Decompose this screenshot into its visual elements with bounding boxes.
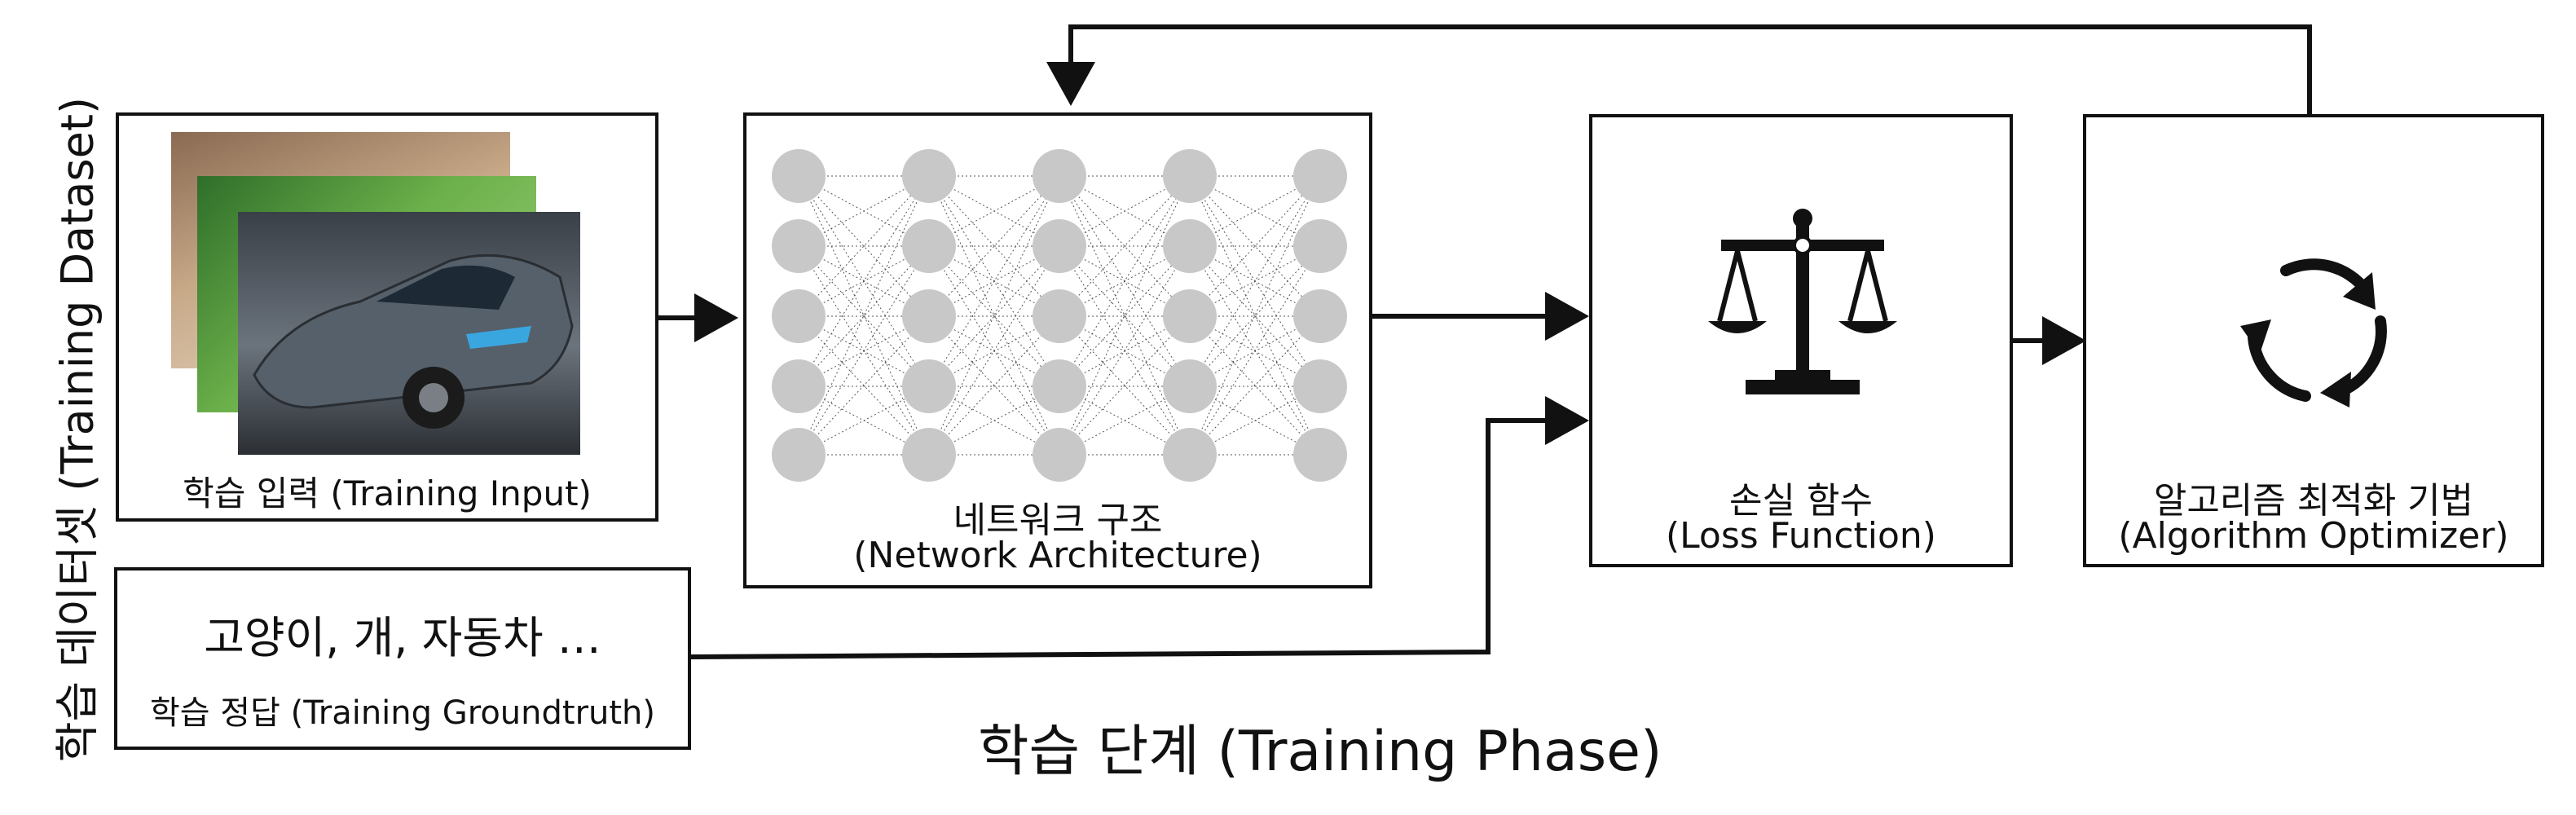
network-edge [1189, 245, 1321, 387]
network-edge [1059, 245, 1191, 387]
loss-label-english: (Loss Function) [1666, 515, 1936, 557]
network-node [1033, 149, 1086, 203]
balance-scale-icon [1708, 209, 1897, 394]
training-image-car [238, 212, 580, 455]
network-node [1163, 149, 1217, 203]
network-edge [1189, 315, 1321, 456]
network-edge [1059, 245, 1191, 387]
loss-label-korean: 손실 함수 [1729, 480, 1873, 522]
network-node [772, 289, 826, 343]
network-edge [1059, 175, 1191, 387]
network-node [1293, 359, 1347, 413]
network-edge [928, 245, 1060, 456]
network-edge [928, 175, 1060, 387]
training-groundtruth-box: 고양이, 개, 자동차 … 학습 정답 (Training Groundtrut… [114, 567, 691, 750]
network-edge [1189, 175, 1321, 317]
network-node [1163, 359, 1217, 413]
network-node [902, 219, 956, 273]
network-edge [798, 245, 930, 387]
network-node [1293, 428, 1347, 482]
training-groundtruth-label: 학습 정답 (Training Groundtruth) [149, 694, 656, 732]
network-edge [1189, 175, 1321, 387]
training-input-box: 학습 입력 (Training Input) [116, 112, 658, 522]
network-node [1033, 359, 1086, 413]
network-node [902, 149, 956, 203]
network-node [1033, 219, 1086, 273]
network-edge [1059, 175, 1191, 317]
network-edge [1059, 315, 1191, 456]
network-node [1163, 428, 1217, 482]
arrow-optimizer-feedback-to-network [1046, 24, 2312, 114]
network-edge [798, 175, 930, 387]
network-node [1293, 149, 1347, 203]
network-edge [1189, 175, 1321, 317]
algorithm-optimizer-box: 알고리즘 최적화 기법 (Algorithm Optimizer) [2083, 114, 2544, 567]
network-edge [798, 175, 930, 317]
network-edge [1059, 175, 1191, 317]
neural-network-diagram [772, 149, 1347, 482]
network-node [902, 428, 956, 482]
network-edge [798, 315, 930, 456]
network-edge [928, 245, 1060, 387]
network-node [1163, 219, 1217, 273]
network-edge [798, 245, 930, 387]
network-node [772, 428, 826, 482]
training-phase-title: 학습 단계 (Training Phase) [978, 720, 1662, 784]
network-edge [798, 245, 930, 456]
network-node [772, 149, 826, 203]
network-node [1163, 289, 1217, 343]
network-edge [928, 315, 1060, 456]
network-node [1293, 289, 1347, 343]
network-architecture-box: 네트워크 구조 (Network Architecture) [743, 112, 1372, 588]
network-edge [928, 175, 1060, 317]
network-node [1033, 428, 1086, 482]
training-input-label: 학습 입력 (Training Input) [183, 474, 592, 513]
cycle-arrows-icon [2240, 258, 2387, 408]
network-node [772, 219, 826, 273]
network-node [772, 359, 826, 413]
optimizer-label-english: (Algorithm Optimizer) [2118, 515, 2509, 557]
network-label-english: (Network Architecture) [853, 535, 1262, 576]
network-node [902, 359, 956, 413]
network-node [902, 289, 956, 343]
network-edge [928, 175, 1060, 317]
network-edge [798, 175, 930, 317]
optimizer-label-korean: 알고리즘 최적화 기법 [2153, 480, 2474, 522]
network-edge [1059, 245, 1191, 456]
network-node [1293, 219, 1347, 273]
network-edge [928, 245, 1060, 387]
class-names-text: 고양이, 개, 자동차 … [204, 612, 601, 663]
loss-function-box: 손실 함수 (Loss Function) [1589, 114, 2013, 567]
network-edge [1189, 245, 1321, 456]
network-node [1033, 289, 1086, 343]
car-icon [253, 253, 574, 429]
network-label-korean: 네트워크 구조 [953, 500, 1163, 541]
network-edge [1189, 245, 1321, 387]
training-dataset-label: 학습 데이터셋 (Training Dataset) [51, 96, 103, 763]
